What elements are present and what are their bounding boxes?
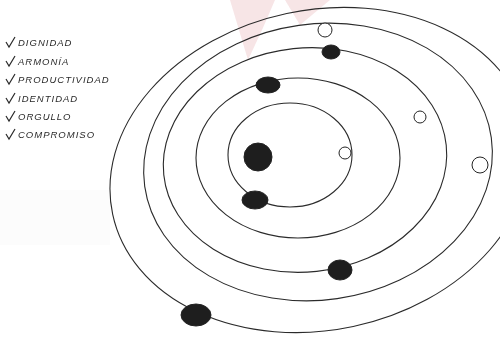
value-word: DIGNIDAD — [18, 37, 72, 49]
check-mark — [6, 111, 15, 121]
value-word: ARMONÍA — [18, 56, 69, 68]
watermark — [0, 0, 330, 245]
value-word: PRODUCTIVIDAD — [18, 74, 110, 86]
check-mark — [6, 56, 15, 66]
check-mark — [6, 37, 15, 47]
value-word: COMPROMISO — [18, 129, 95, 141]
check-mark — [6, 74, 15, 84]
value-word: ORGULLO — [18, 111, 71, 123]
check-mark — [6, 93, 15, 103]
planets — [181, 23, 488, 326]
orbits — [79, 0, 500, 341]
check-mark — [6, 129, 15, 139]
check-marks — [6, 37, 15, 139]
value-word: IDENTIDAD — [18, 93, 78, 105]
